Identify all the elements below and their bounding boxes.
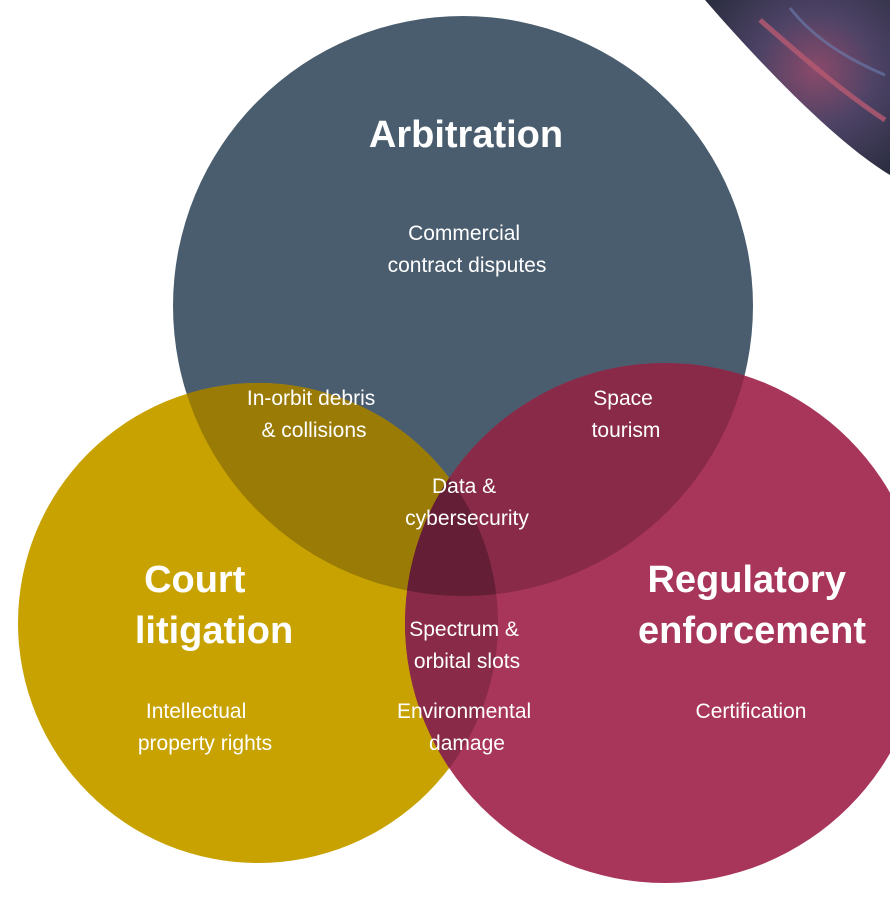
arbitration-title: Arbitration [369, 114, 563, 156]
overlap-arbitration-regulatory-label: Space tourism [592, 387, 661, 442]
arbitration-item: Commercial contract disputes [388, 222, 547, 277]
overlap-center-label: Data & cybersecurity [405, 475, 529, 530]
regulatory-enforcement-title: Regulatory enforcement [638, 559, 866, 652]
overlap-court-regulatory-item1: Spectrum & orbital slots [409, 618, 525, 673]
overlap-court-regulatory-item2: Environmental damage [397, 700, 537, 755]
regulatory-enforcement-item: Certification [696, 700, 807, 723]
overlap-arbitration-regulatory [405, 363, 753, 596]
nebula-image [705, 0, 890, 175]
court-litigation-title: Court litigation [135, 559, 293, 652]
overlap-arbitration-court-label: In-orbit debris & collisions [247, 387, 381, 442]
court-litigation-item: Intellectual property rights [138, 700, 272, 755]
overlap-arbitration-court [173, 383, 498, 596]
